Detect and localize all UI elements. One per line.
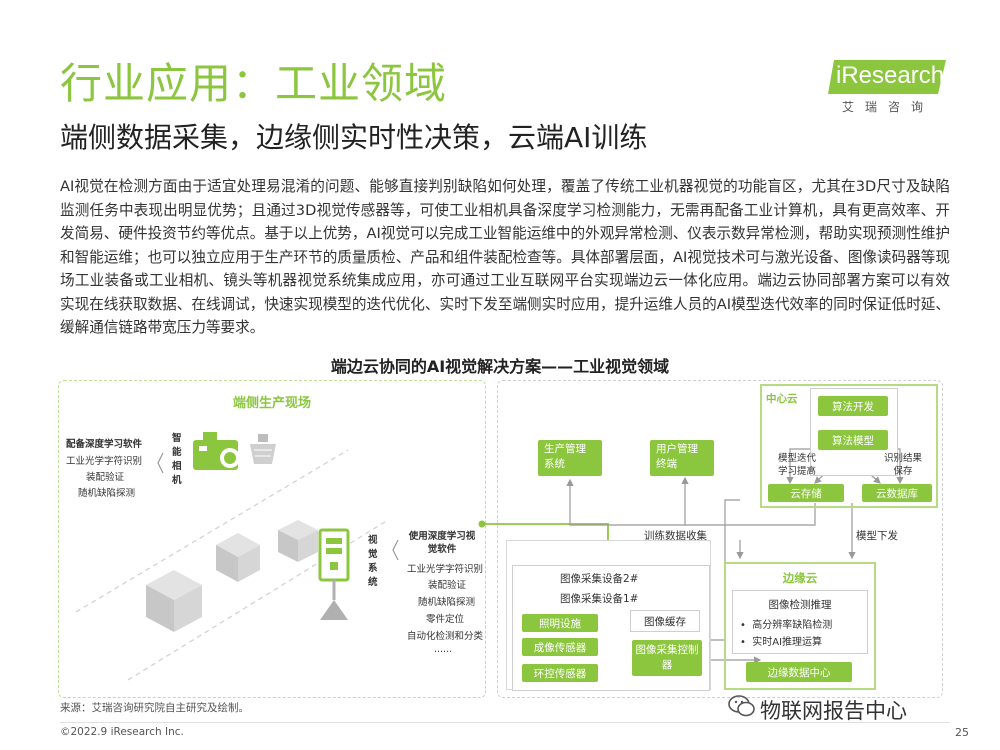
body-paragraph: AI视觉在检测方面由于适宜处理易混淆的问题、能够直接判别缺陷如何处理，覆盖了传统… bbox=[60, 178, 950, 336]
image-buffer-box: 图像缓存 bbox=[630, 610, 700, 632]
center-cloud-box bbox=[760, 384, 938, 508]
vision-software-item: 随机缺陷探测 bbox=[418, 597, 476, 608]
model-deploy-label: 模型下发 bbox=[856, 530, 898, 542]
vision-software-title: 使用深度学习视觉软件 bbox=[408, 531, 476, 555]
inference-item: • 高分辨率缺陷检测 bbox=[740, 620, 833, 631]
edge-site-panel bbox=[58, 380, 486, 698]
training-data-label: 训练数据收集 bbox=[644, 530, 707, 542]
watermark-text: 物联网报告中心 bbox=[760, 699, 907, 723]
vision-software-item: 装配验证 bbox=[428, 580, 467, 591]
edge-data-center-box: 边缘数据中心 bbox=[746, 662, 852, 682]
vision-system-label: 视觉系统 bbox=[368, 535, 378, 588]
edge-site-title: 端侧生产现场 bbox=[232, 396, 311, 411]
inference-item-text: 实时AI推理运算 bbox=[752, 637, 823, 648]
ceiling-camera-icon bbox=[250, 434, 276, 464]
product-box-1 bbox=[146, 570, 202, 632]
camera-software-item: 随机缺陷探测 bbox=[78, 488, 136, 499]
inference-item: • 实时AI推理运算 bbox=[740, 637, 823, 648]
logo-text: iResearch bbox=[836, 62, 945, 89]
vision-software-item: 工业光学字符识别 bbox=[407, 564, 484, 575]
capture-controller-box: 图像采集控制器 bbox=[632, 640, 702, 676]
smart-camera-label: 智能相机 bbox=[172, 433, 182, 486]
vision-software-item: 零件定位 bbox=[426, 614, 465, 625]
logo-cn-text: 艾瑞咨询 bbox=[842, 100, 935, 114]
device2-label: 图像采集设备2# bbox=[560, 573, 639, 585]
smart-camera-icon bbox=[193, 432, 240, 470]
imaging-sensor-box: 成像传感器 bbox=[522, 638, 598, 656]
wechat-icon bbox=[728, 695, 755, 717]
copyright: ©2022.9 iResearch Inc. bbox=[60, 726, 184, 738]
inference-item-text: 高分辨率缺陷检测 bbox=[752, 620, 833, 631]
prod-mgmt-box: 生产管理系统 bbox=[538, 440, 602, 476]
inference-box bbox=[732, 590, 868, 654]
camera-software-title: 配备深度学习软件 bbox=[66, 439, 143, 450]
cloud-storage-box: 云存储 bbox=[768, 484, 844, 502]
camera-software-item: 工业光学字符识别 bbox=[66, 456, 143, 467]
iresearch-logo: iResearch 艾瑞咨询 bbox=[828, 60, 948, 118]
cloud-db-box: 云数据库 bbox=[862, 484, 932, 502]
cloud-edge-panel bbox=[497, 380, 943, 698]
diagram-title: 端边云协同的AI视觉解决方案——工业视觉领域 bbox=[330, 357, 670, 376]
footer-divider bbox=[60, 722, 950, 723]
camera-software-item: 装配验证 bbox=[86, 472, 125, 483]
page-subtitle: 端侧数据采集，边缘侧实时性决策，云端AI训练 bbox=[60, 121, 648, 154]
user-mgmt-box: 用户管理终端 bbox=[650, 440, 714, 476]
inference-title: 图像检测推理 bbox=[768, 599, 832, 611]
page-title: 行业应用：工业领域 bbox=[60, 59, 448, 108]
vision-software-item: ...... bbox=[434, 644, 453, 655]
model-iteration-label: 模型迭代学习提高 bbox=[777, 453, 816, 477]
vision-software-item: 自动化检测和分类 bbox=[407, 631, 484, 642]
center-cloud-title: 中心云 bbox=[766, 393, 798, 405]
product-box-3 bbox=[278, 520, 318, 562]
logo-banner-shape bbox=[828, 60, 946, 94]
recognition-save-label: 识别结果保存 bbox=[883, 453, 922, 477]
edge-cloud-title: 边缘云 bbox=[782, 571, 818, 585]
device1-label: 图像采集设备1# bbox=[560, 593, 639, 605]
source-note: 来源：艾瑞咨询研究院自主研究及绘制。 bbox=[60, 702, 249, 714]
env-sensor-box: 环控传感器 bbox=[522, 664, 598, 682]
lighting-box: 照明设施 bbox=[522, 614, 598, 632]
algo-dev-box: 算法开发 bbox=[818, 396, 888, 416]
edge-cloud-box bbox=[724, 562, 876, 690]
vision-system-device-icon bbox=[318, 528, 350, 620]
page-number: 25 bbox=[955, 726, 969, 739]
algo-model-box: 算法模型 bbox=[818, 430, 888, 450]
edge-site-illustration bbox=[75, 432, 399, 681]
product-box-2 bbox=[216, 533, 260, 582]
